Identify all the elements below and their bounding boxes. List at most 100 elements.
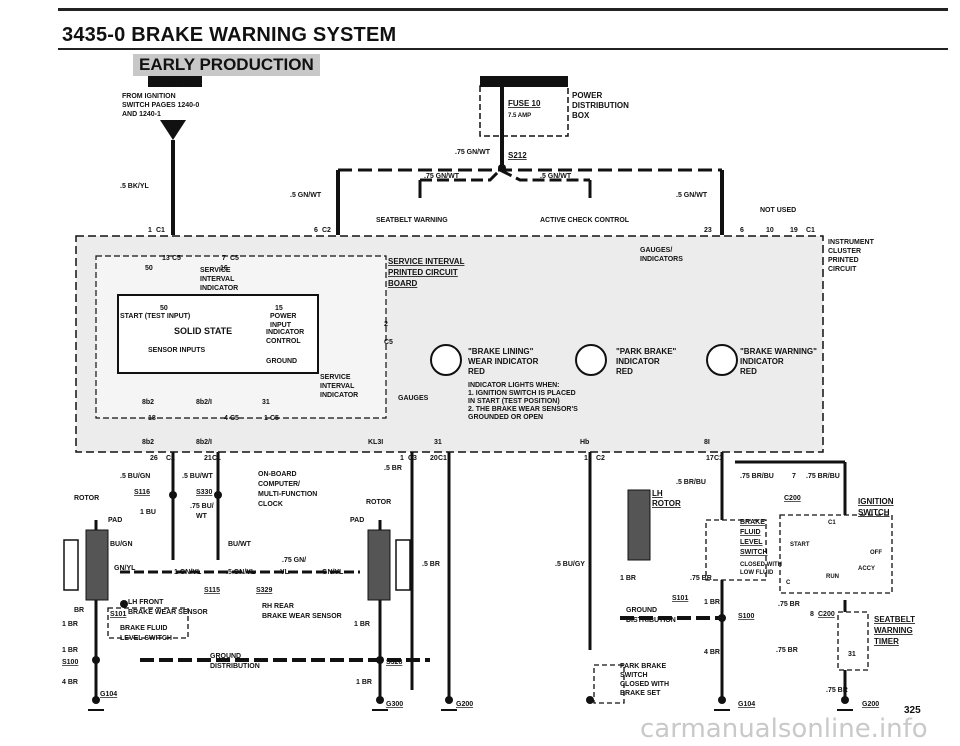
- connector-4: C2: [322, 227, 331, 234]
- active-check-control: ACTIVE CHECK CONTROL: [540, 217, 630, 224]
- wire-1br-c: 1 BR: [356, 679, 372, 686]
- seatbelt-warning-timer-3: TIMER: [874, 637, 899, 646]
- from-ignition-1: FROM IGNITION: [122, 93, 176, 100]
- brake-warning-indicator-2: INDICATOR: [740, 357, 784, 366]
- power-distribution-2: DISTRIBUTION: [572, 101, 629, 110]
- brake-lining-bulb: [430, 344, 462, 376]
- rotors: [85, 489, 651, 601]
- wire-75brbu-a: .75 BR/BU: [740, 473, 774, 480]
- wires: [171, 86, 724, 235]
- wire-1br-r: 1 BR: [620, 575, 636, 582]
- connector-c200-b: C200: [818, 611, 835, 618]
- from-ignition-2: SWITCH PAGES 1240-0: [122, 102, 199, 109]
- wire-75br-r2: .75 BR: [778, 601, 800, 608]
- wire-7: 7: [792, 473, 796, 480]
- service-interval-indicator-3: INDICATOR: [200, 285, 238, 292]
- from-ignition-3: AND 1240-1: [122, 111, 161, 118]
- wire-yl: YL: [280, 569, 290, 576]
- wire-bugn: BU/GN: [110, 541, 133, 548]
- not-used: NOT USED: [760, 207, 796, 214]
- brake-fluid-level-1: BRAKE FLUID: [120, 625, 167, 632]
- pads: [63, 539, 411, 591]
- connector-42: C2: [596, 455, 605, 462]
- wire-gnyl-b: GN/YL: [322, 569, 344, 576]
- ignition-switch-label-1: IGNITION: [858, 497, 894, 506]
- connector-15: 16: [220, 265, 228, 272]
- hot-start-badge: HOT IN START: [152, 80, 201, 87]
- connector-2: C1: [156, 227, 165, 234]
- rh-rear-sensor-2: BRAKE WEAR SENSOR: [262, 613, 342, 620]
- start-test-input: START (TEST INPUT): [120, 313, 190, 320]
- park-brake-switch-4: BRAKE SET: [620, 690, 661, 697]
- connector-32: 21: [204, 455, 212, 462]
- wire-5gnyl: .5 GN/YL: [226, 569, 256, 576]
- service-interval-indicator-1: SERVICE: [200, 267, 231, 274]
- ground-g200-left: G200: [456, 701, 473, 708]
- ignition-switch-label-2: SWITCH: [858, 508, 890, 517]
- splice-s330: S330: [196, 489, 212, 496]
- wire-1br-b: 1 BR: [62, 647, 78, 654]
- rotor-right-label: ROTOR: [366, 499, 391, 506]
- connector-25: C5: [230, 415, 239, 422]
- lh-rotor-label-1: LH: [652, 489, 663, 498]
- brake-warning-indicator-1: "BRAKE WARNING": [740, 347, 817, 356]
- wire-75br-r4: .75 BR: [826, 687, 848, 694]
- connector-6: 6: [740, 227, 744, 234]
- power-distribution-1: POWER: [572, 91, 602, 100]
- lights-when-1: INDICATOR LIGHTS WHEN:: [468, 382, 560, 389]
- ground-distribution-left-2: DISTRIBUTION: [210, 663, 260, 670]
- connector-5: 23: [704, 227, 712, 234]
- connector-34: KL3I: [368, 439, 383, 446]
- page-number: 325: [904, 705, 921, 716]
- connector-36: 1: [400, 455, 404, 462]
- brake-fluid-level-switch-4: SWITCH: [740, 549, 768, 556]
- solid-state-box: [117, 294, 319, 374]
- connector-13: C5: [230, 255, 239, 262]
- wire-1gnyl: 1 GN/YL: [174, 569, 202, 576]
- brake-fluid-level-switch-1: BRAKE: [740, 519, 765, 526]
- connector-33: C1: [212, 455, 221, 462]
- brake-lining-3: RED: [468, 367, 485, 376]
- connector-27: C5: [270, 415, 279, 422]
- fuse-amp: 7.5 AMP: [508, 113, 531, 119]
- connector-18: 2: [384, 321, 388, 328]
- lh-rotor-label-2: ROTOR: [652, 499, 681, 508]
- wire-5gnwt-c: .5 GN/WT: [676, 192, 708, 199]
- wire-br-a: BR: [74, 607, 84, 614]
- connector-44: 17: [706, 455, 714, 462]
- connector-22: 31: [262, 399, 270, 406]
- brake-lining-2: WEAR INDICATOR: [468, 357, 539, 366]
- fuse-label: FUSE 10: [508, 99, 541, 108]
- brake-fluid-level-switch-2: FLUID: [740, 529, 761, 536]
- wire-75bu: .75 BU/: [190, 503, 214, 510]
- wire-4br-left: 4 BR: [62, 679, 78, 686]
- header-rule: [58, 8, 948, 11]
- ignition-triangle: [160, 120, 186, 140]
- lh-front-sensor-1: LH FRONT: [128, 599, 164, 606]
- wire-5bkyl: .5 BK/YL: [120, 183, 150, 190]
- wire-5buwt: .5 BU/WT: [182, 473, 213, 480]
- connector-20: 8b2: [142, 399, 154, 406]
- onboard-computer-3: MULTI-FUNCTION: [258, 491, 317, 498]
- seatbelt-warning: SEATBELT WARNING: [376, 217, 448, 224]
- splice-s100-right: S100: [738, 613, 754, 620]
- splice-s212: S212: [508, 151, 527, 160]
- connector-9: C1: [806, 227, 815, 234]
- brake-warning-bulb: [706, 344, 738, 376]
- service-interval-board-1: SERVICE INTERVAL: [388, 257, 465, 266]
- connector-29: 8b2/I: [196, 439, 212, 446]
- connector-24: 4: [224, 415, 228, 422]
- splice-s101-right: S101: [672, 595, 688, 602]
- park-brake-switch-2: SWITCH: [620, 672, 648, 679]
- connector-38: 20: [430, 455, 438, 462]
- power-distribution-3: BOX: [572, 111, 590, 120]
- connector-7: 10: [766, 227, 774, 234]
- ground-g104-left: G104: [100, 691, 117, 698]
- park-brake-indicator-3: RED: [616, 367, 633, 376]
- ground-distribution-right-2: DISTRIBUTION: [626, 617, 676, 624]
- hot-run-start-badge-bg: [480, 76, 568, 87]
- service-interval-indicator-b-3: INDICATOR: [320, 392, 358, 399]
- gauges-indicators-1: GAUGES/: [640, 247, 672, 254]
- connector-1: 1: [148, 227, 152, 234]
- wire-75gnwt-a: .75 GN/WT: [455, 149, 491, 156]
